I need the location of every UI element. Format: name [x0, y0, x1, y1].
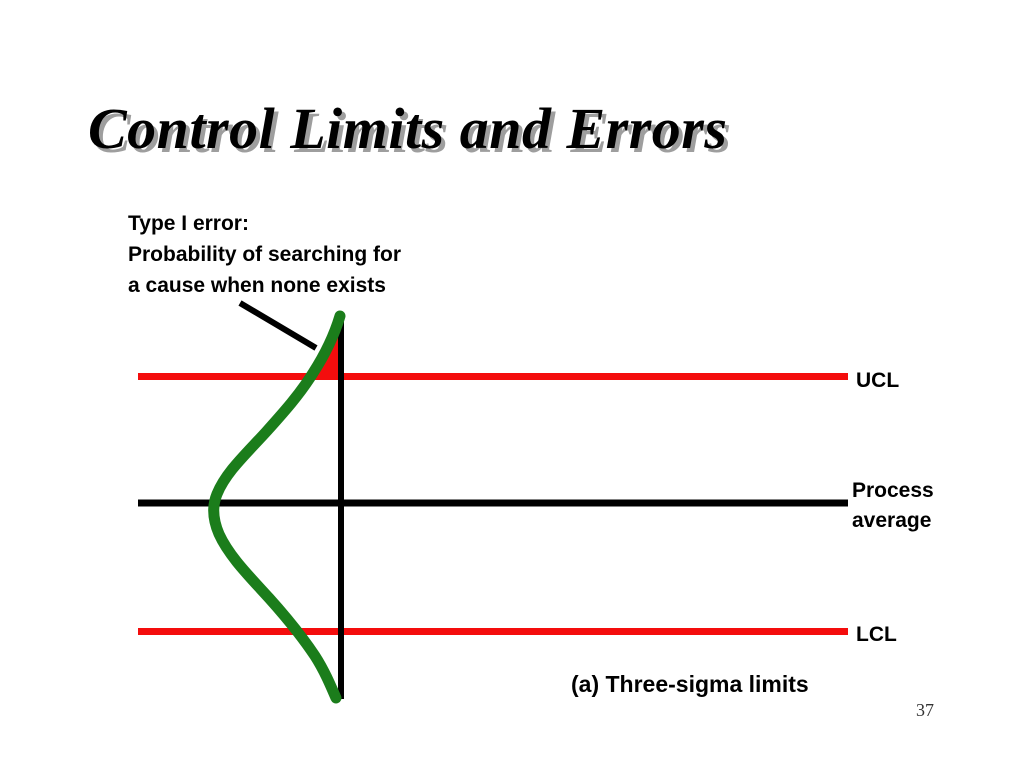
ucl-label: UCL: [856, 369, 900, 392]
annotation-line-2: Probability of searching for: [128, 243, 402, 267]
type-i-error-annotation: Type I error: Probability of searching f…: [128, 208, 401, 301]
process-average-label-line-2: average: [852, 508, 932, 532]
process-average-label-line-1: Process: [852, 479, 934, 502]
annotation-leader-line: [238, 300, 318, 351]
page-title: Control Limits and Errors: [88, 96, 728, 161]
figure-caption: (a) Three-sigma limits: [571, 671, 809, 697]
page-number: 37: [916, 700, 934, 720]
annotation-line-1: Type I error:: [128, 212, 249, 235]
annotation-line-3: a cause when none exists: [128, 274, 386, 298]
process-average-label: Process average: [852, 476, 934, 536]
lcl-label: LCL: [856, 623, 897, 646]
type-i-error-tail-fill: [311, 316, 341, 379]
normal-distribution-curve: [208, 310, 346, 704]
